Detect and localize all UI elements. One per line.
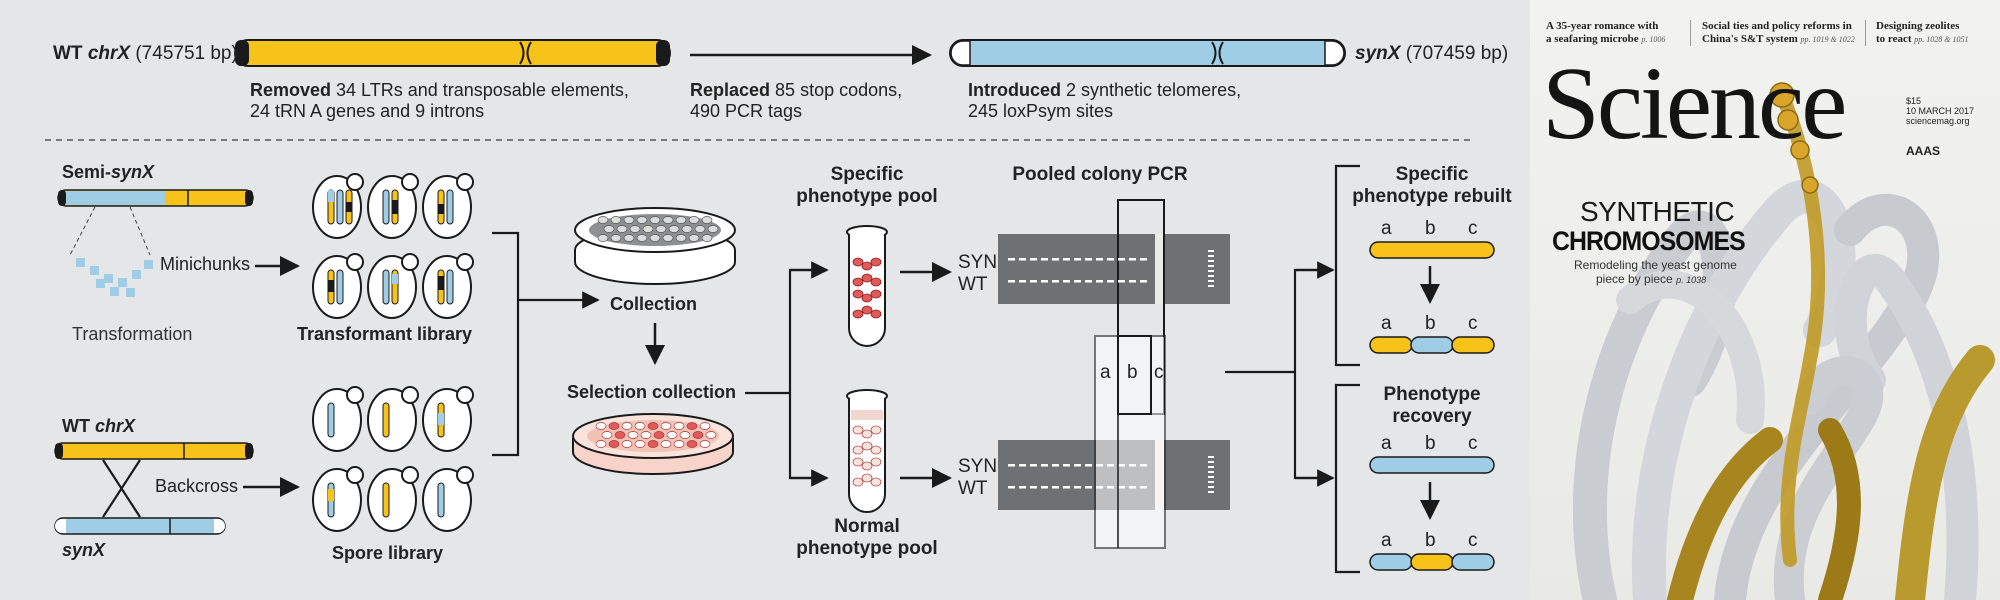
cover-topic-line2: CHROMOSOMES xyxy=(1552,226,1746,256)
backcross-label: Backcross xyxy=(155,476,239,496)
right-bracket xyxy=(1334,164,1360,367)
merge-bracket xyxy=(492,231,598,457)
cover-topic-line1: SYNTHETIC xyxy=(1580,196,1735,227)
abc-label-a: a xyxy=(1381,313,1392,334)
region-mapping-box xyxy=(1094,335,1166,549)
yeast-cell-icon xyxy=(367,173,419,239)
syn-chromosome-bar xyxy=(949,39,1346,67)
introduced-caption: Introduced 2 synthetic telomeres,245 lox… xyxy=(968,80,1242,121)
recovery-original-bar xyxy=(1369,456,1495,474)
rebuilt-result-bar xyxy=(1369,336,1495,354)
test-tube-icon xyxy=(846,389,888,513)
segment-c-label: c xyxy=(1154,362,1164,383)
transformation-label: Transformation xyxy=(72,324,193,344)
chromosome-art-image xyxy=(1573,82,1995,600)
yeast-cell-icon xyxy=(422,173,474,239)
abc-label-c: c xyxy=(1468,530,1478,551)
yeast-cell-icon xyxy=(367,253,419,319)
yeast-cell-icon xyxy=(312,466,364,532)
split-connector xyxy=(745,268,825,480)
science-masthead: Science xyxy=(1542,46,1847,161)
right-bracket xyxy=(1334,383,1360,574)
semi-synx-label: Semi-synX xyxy=(62,162,155,182)
yeast-cell-icon xyxy=(367,386,419,452)
synx-label: synX (707459 bp) xyxy=(1355,43,1509,64)
telomere-cap-icon xyxy=(1324,40,1345,66)
lane-syn-label-2: SYN xyxy=(958,456,998,477)
rebuilt-original-bar xyxy=(1369,241,1495,259)
workflow-diagram xyxy=(45,39,1495,574)
yeast-cell-icon xyxy=(312,386,364,452)
test-tube-icon xyxy=(846,225,888,347)
segment-a-label: a xyxy=(1100,362,1111,383)
abc-label-b: b xyxy=(1425,313,1436,334)
removed-caption: Removed 34 LTRs and transposable element… xyxy=(250,80,629,121)
synx-small xyxy=(54,517,226,535)
telomere-cap-icon xyxy=(950,40,971,66)
petri-dish-icon xyxy=(574,207,736,285)
yeast-cell-icon xyxy=(312,173,364,239)
yeast-cell-icon xyxy=(422,466,474,532)
cover-price: $15 xyxy=(1906,96,1922,106)
gel-icon xyxy=(998,199,1230,415)
abc-label-b: b xyxy=(1425,530,1436,551)
lane-wt-label: WT xyxy=(958,274,988,295)
pooled-colony-pcr-title: Pooled colony PCR xyxy=(1012,164,1188,185)
yeast-cell-icon xyxy=(367,466,419,532)
wt-chrx-small xyxy=(54,442,254,460)
semi-synx-chromosome xyxy=(57,189,254,207)
yeast-cell-icon xyxy=(422,253,474,319)
abc-label-a: a xyxy=(1381,530,1392,551)
abc-label-a: a xyxy=(1381,433,1392,454)
selection-collection-label: Selection collection xyxy=(567,382,737,402)
abc-label-c: c xyxy=(1468,433,1478,454)
wt-chromosome-bar xyxy=(234,39,671,67)
lane-wt-label-2: WT xyxy=(958,478,988,499)
replaced-caption: Replaced 85 stop codons,490 PCR tags xyxy=(690,80,903,121)
cover-subtitle: piece by piece p. 1038 xyxy=(1596,272,1707,286)
spore-library-label: Spore library xyxy=(332,543,444,563)
yeast-cell-icon xyxy=(312,253,364,319)
abc-label-b: b xyxy=(1425,433,1436,454)
synx-small-label: synX xyxy=(62,540,106,560)
collection-label: Collection xyxy=(610,294,698,314)
split-connector xyxy=(1225,268,1330,480)
abc-label-c: c xyxy=(1468,313,1478,334)
minichunks-label: Minichunks xyxy=(160,254,251,274)
minichunks-icon xyxy=(76,258,153,297)
cover-date: 10 MARCH 2017 xyxy=(1906,106,1975,116)
cover-site: sciencemag.org xyxy=(1906,116,1970,126)
wt-chrx-small-label: WT chrX xyxy=(62,416,136,436)
wt-chrx-label: WT chrX (745751 bp) xyxy=(53,43,238,64)
segment-b-label: b xyxy=(1127,362,1138,383)
transformant-library-label: Transformant library xyxy=(297,324,473,344)
yeast-cell-icon xyxy=(422,386,474,452)
petri-dish-icon xyxy=(572,413,734,475)
recovery-result-bar xyxy=(1369,553,1495,571)
lane-syn-label: SYN xyxy=(958,252,998,273)
abc-label-b: b xyxy=(1425,218,1436,239)
abc-label-a: a xyxy=(1381,218,1392,239)
abc-label-c: c xyxy=(1468,218,1478,239)
aaas-logo: AAAS xyxy=(1906,144,1941,158)
cover-subtitle: Remodeling the yeast genome xyxy=(1574,258,1737,272)
